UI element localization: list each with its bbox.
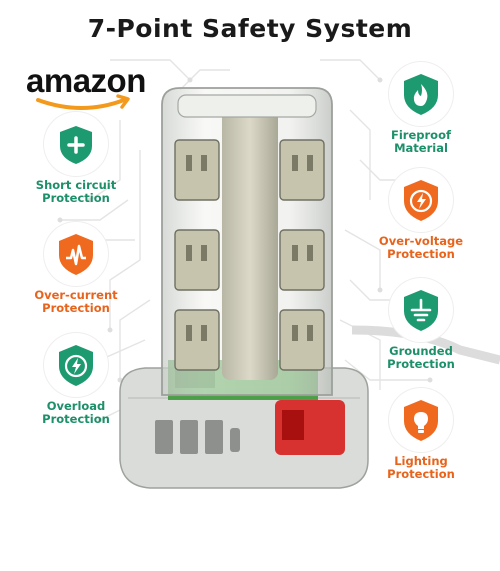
shield-bolt-icon <box>59 345 93 386</box>
feature-label-line2: Protection <box>42 191 110 205</box>
shield-plus-icon <box>60 126 92 164</box>
feature-label-line1: Short circuit <box>35 178 117 192</box>
brand-text: amazon <box>26 62 146 99</box>
page-title: 7-Point Safety System <box>87 14 413 43</box>
feature-label-line1: Fireproof <box>391 128 451 142</box>
feature-overload: Overload Protection <box>20 333 132 426</box>
feature-label-line1: Grounded <box>389 344 453 358</box>
tower-core <box>222 110 278 380</box>
feature-grounded: Grounded Protection <box>365 278 477 371</box>
amazon-logo: amazon <box>26 62 161 112</box>
feature-label-line2: Material <box>394 141 448 155</box>
feature-label-line2: Protection <box>387 357 455 371</box>
feature-label-line1: Over-voltage <box>378 234 464 248</box>
usb-c-port <box>230 428 240 452</box>
feature-over-voltage: Over-voltage Protection <box>365 168 477 261</box>
feature-label-line2: Protection <box>42 412 110 426</box>
feature-fireproof: Fireproof Material <box>365 62 477 155</box>
usb-port <box>205 420 223 454</box>
feature-label-line2: Protection <box>387 247 455 261</box>
shield-ground-icon <box>404 290 438 331</box>
feature-over-current: Over-current Protection <box>20 222 132 315</box>
feature-label-line2: Protection <box>387 467 455 481</box>
shield-bolt-circle-icon <box>404 180 438 221</box>
shield-bulb-icon <box>404 400 438 441</box>
usb-port <box>155 420 173 454</box>
usb-port <box>180 420 198 454</box>
feature-label-line2: Protection <box>42 301 110 315</box>
feature-short-circuit: Short circuit Protection <box>20 112 132 205</box>
tower-top-cap <box>177 94 317 118</box>
feature-label-line1: Over-current <box>34 288 118 302</box>
shield-waveform-icon <box>59 234 93 275</box>
feature-label-line1: Lighting <box>394 454 448 468</box>
feature-label-line1: Overload <box>46 399 106 413</box>
feature-lighting: Lighting Protection <box>365 388 477 481</box>
amazon-smile-icon <box>36 94 130 110</box>
shield-flame-icon <box>404 74 438 115</box>
